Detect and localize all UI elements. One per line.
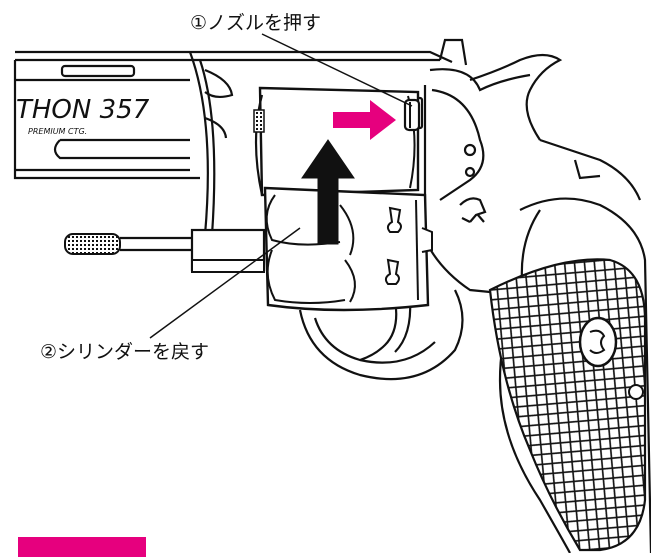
push-nozzle-arrow bbox=[333, 100, 396, 140]
barrel-engraving: THON 357 PREMIUM CTG. bbox=[16, 95, 150, 136]
leader-line-step2 bbox=[149, 227, 301, 339]
caution-badge bbox=[18, 537, 146, 557]
step2-label: ②シリンダーを戻す bbox=[40, 341, 210, 363]
return-cylinder-arrow bbox=[301, 139, 355, 245]
cylinder-lower bbox=[263, 186, 433, 312]
ejector-rod bbox=[64, 228, 266, 273]
engraving-sub: PREMIUM CTG. bbox=[28, 127, 87, 136]
grip-medallion bbox=[578, 316, 618, 368]
step1-label: ①ノズルを押す bbox=[190, 12, 322, 34]
barrel bbox=[13, 50, 453, 236]
grip-screw bbox=[628, 384, 644, 400]
leader-line-step1 bbox=[261, 33, 413, 107]
grip-panel bbox=[488, 258, 647, 552]
engraving-model: THON 357 bbox=[16, 95, 150, 125]
